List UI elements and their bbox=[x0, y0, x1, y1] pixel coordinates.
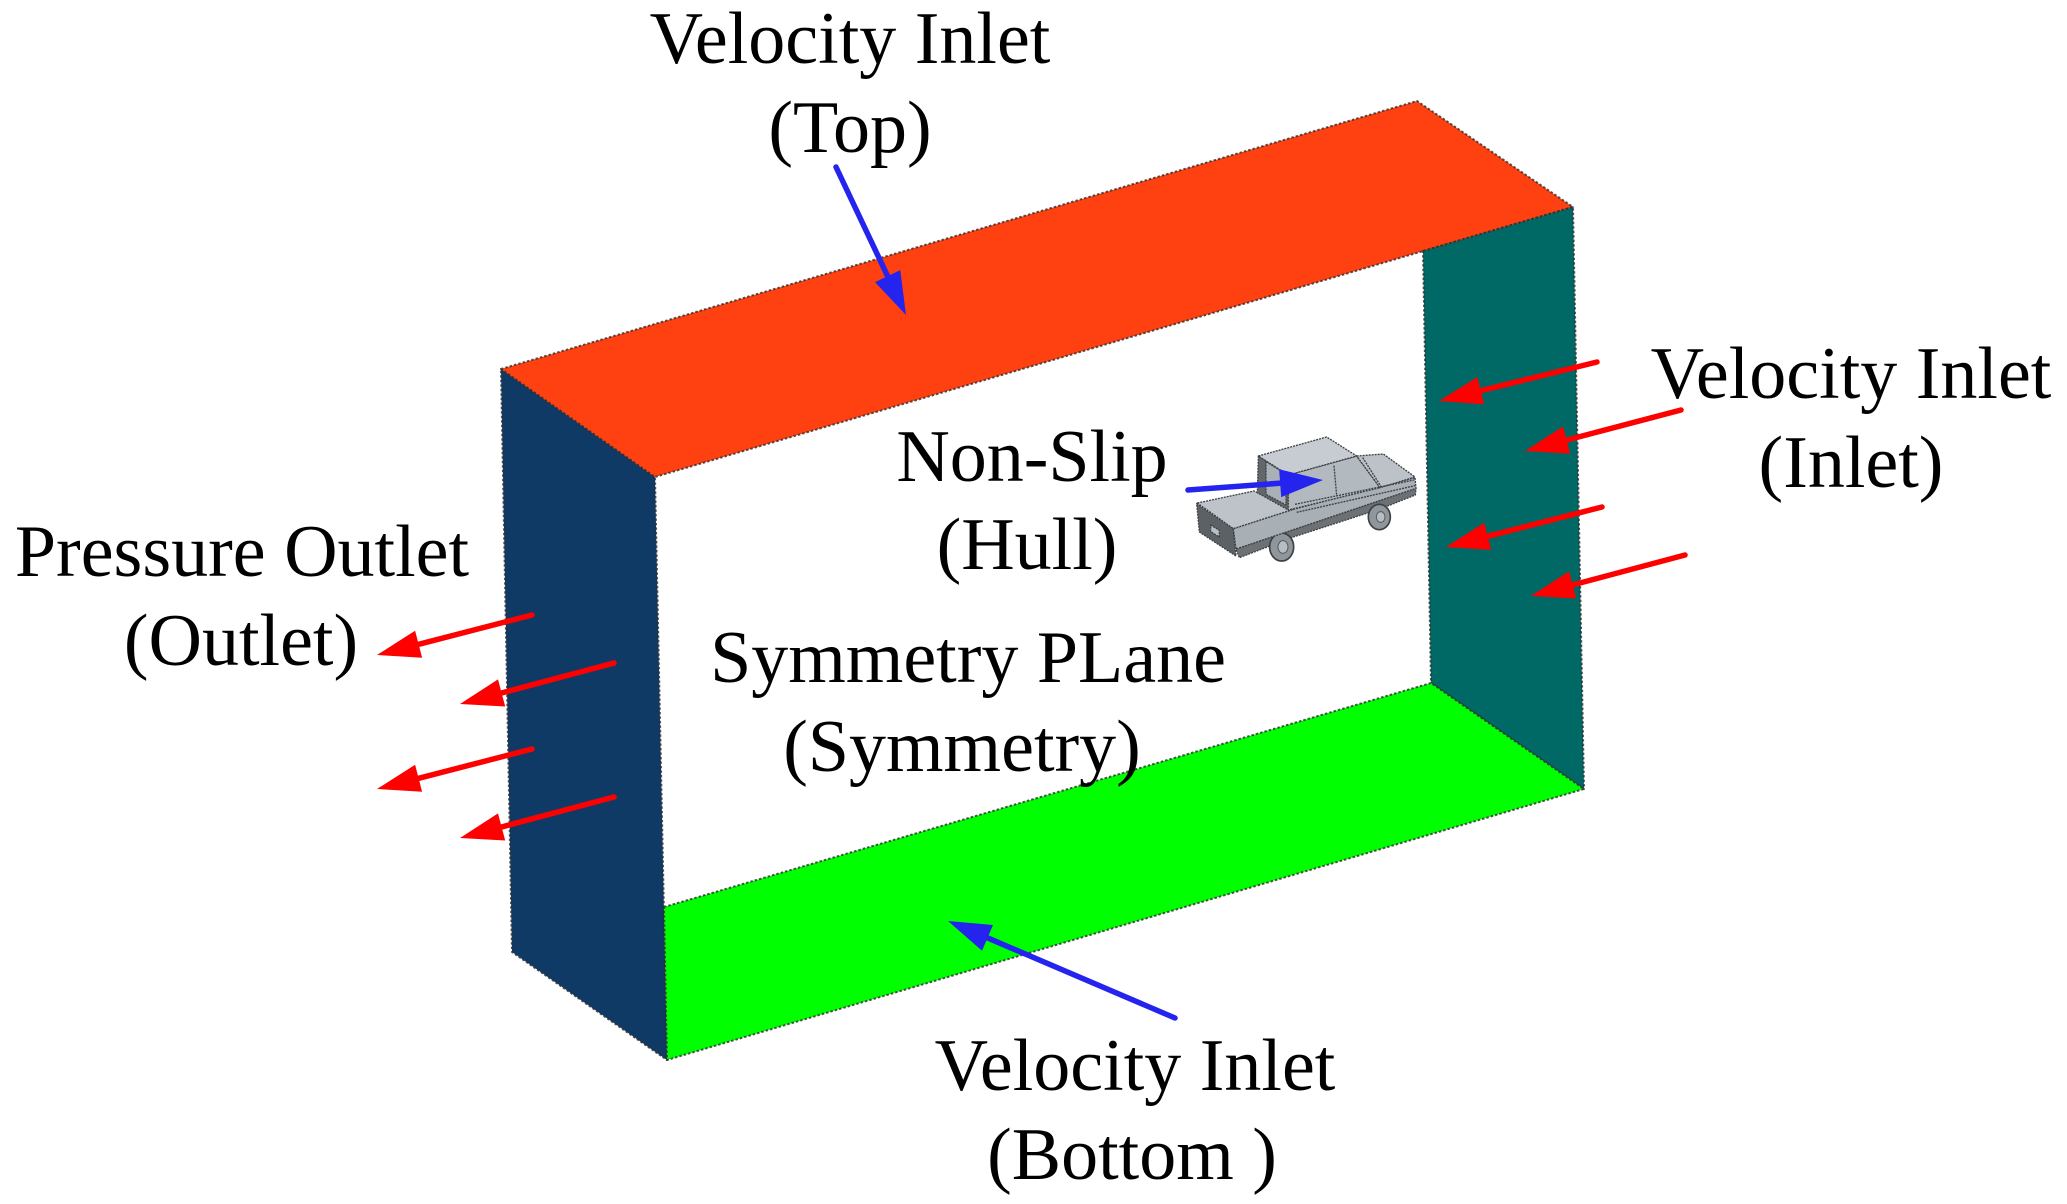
label-hull: Non-Slip (Hull) bbox=[896, 416, 1167, 586]
label-hull-subtitle: (Hull) bbox=[937, 504, 1118, 586]
arrow-shaft bbox=[1559, 407, 1684, 444]
label-symmetry-subtitle: (Symmetry) bbox=[783, 706, 1141, 788]
outlet-face bbox=[500, 368, 668, 1061]
arrow-shaft bbox=[1474, 359, 1600, 395]
computational-domain bbox=[500, 100, 1585, 1061]
car-hood-top bbox=[1196, 490, 1294, 530]
label-top-title: Velocity Inlet bbox=[650, 0, 1051, 80]
label-top-subtitle: (Top) bbox=[768, 87, 931, 169]
car-cab-side bbox=[1287, 455, 1381, 511]
label-outlet-subtitle: (Outlet) bbox=[124, 600, 358, 682]
arrow-head bbox=[460, 813, 506, 841]
car-front-hub bbox=[1277, 540, 1289, 554]
arrow-head bbox=[377, 764, 423, 792]
car-rear-hub bbox=[1375, 511, 1386, 523]
label-hull-title: Non-Slip bbox=[896, 416, 1167, 498]
label-outlet: Pressure Outlet (Outlet) bbox=[15, 511, 470, 682]
label-inlet-title: Velocity Inlet bbox=[1651, 333, 2052, 415]
car-pillar bbox=[1333, 465, 1338, 496]
arrow-head bbox=[875, 270, 906, 315]
arrow-shaft bbox=[1565, 552, 1688, 589]
inlet-flow-arrow bbox=[1525, 407, 1684, 454]
label-top: Velocity Inlet (Top) bbox=[650, 0, 1051, 169]
inlet-flow-arrow bbox=[1439, 359, 1600, 405]
label-symmetry: Symmetry PLane (Symmetry) bbox=[710, 617, 1226, 788]
car-rear-wheel bbox=[1367, 503, 1392, 531]
pointer-arrows bbox=[833, 164, 1323, 1021]
car-rear-window-edge bbox=[1362, 457, 1382, 488]
top-pointer-arrow bbox=[833, 164, 906, 315]
outlet-flow-arrows bbox=[377, 612, 617, 841]
label-symmetry-title: Symmetry PLane bbox=[710, 617, 1226, 699]
arrow-head bbox=[460, 679, 506, 707]
outlet-flow-arrow bbox=[377, 746, 535, 792]
arrow-shaft bbox=[494, 660, 617, 697]
arrow-shaft bbox=[1185, 480, 1287, 493]
symmetry-plane bbox=[655, 251, 1431, 907]
bottom-pointer-arrow bbox=[948, 921, 1178, 1021]
hull-car-model bbox=[1195, 436, 1417, 562]
arrow-head bbox=[1439, 377, 1485, 405]
arrow-shaft bbox=[1481, 504, 1605, 541]
arrow-head bbox=[948, 921, 993, 951]
inlet-flow-arrows bbox=[1439, 359, 1688, 599]
arrow-shaft bbox=[494, 794, 617, 831]
label-inlet: Velocity Inlet (Inlet) bbox=[1651, 333, 2052, 504]
hull-pointer-arrow bbox=[1185, 469, 1323, 498]
outlet-flow-arrow bbox=[460, 794, 617, 841]
arrow-head bbox=[1531, 571, 1577, 599]
car-front-wheel bbox=[1268, 532, 1295, 562]
arrow-head bbox=[1446, 522, 1492, 550]
arrow-shaft bbox=[412, 612, 535, 649]
car-roof bbox=[1257, 436, 1358, 476]
car-body-line-upper bbox=[1294, 479, 1415, 505]
label-outlet-title: Pressure Outlet bbox=[15, 511, 470, 593]
label-bottom-subtitle: (Bottom ) bbox=[987, 1114, 1277, 1196]
label-bottom-title: Velocity Inlet bbox=[935, 1025, 1336, 1107]
car-body-line-lower bbox=[1296, 485, 1416, 513]
arrow-shaft bbox=[412, 746, 535, 783]
outlet-flow-arrow bbox=[460, 660, 617, 707]
arrow-shaft bbox=[833, 164, 893, 283]
label-inlet-subtitle: (Inlet) bbox=[1759, 422, 1944, 504]
arrow-head bbox=[1279, 469, 1323, 498]
arrow-shaft bbox=[981, 933, 1178, 1021]
inlet-flow-arrow bbox=[1446, 504, 1605, 550]
bottom-face bbox=[663, 682, 1585, 1061]
inlet-flow-arrow bbox=[1531, 552, 1688, 599]
outlet-flow-arrow bbox=[377, 612, 535, 658]
car-rear-deck bbox=[1355, 453, 1416, 489]
label-bottom: Velocity Inlet (Bottom ) bbox=[935, 1025, 1336, 1196]
arrow-head bbox=[377, 630, 423, 658]
arrow-head bbox=[1525, 426, 1571, 454]
car-license-plate bbox=[1209, 524, 1220, 538]
